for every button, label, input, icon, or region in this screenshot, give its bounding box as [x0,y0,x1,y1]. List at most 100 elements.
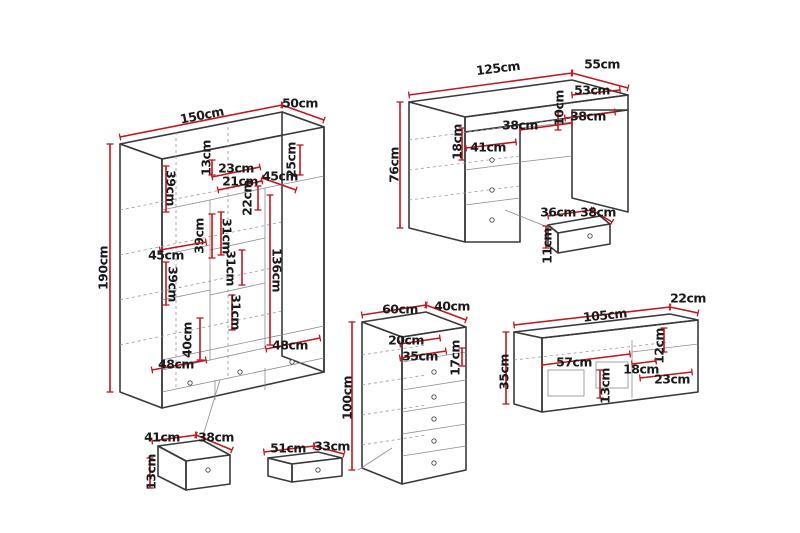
dimension-line [217,180,263,191]
dimension-label: 18cm [623,362,659,377]
dimension-label: 31cm [224,250,239,286]
dimension-tick [654,357,658,365]
dimension-30: 38cm [580,205,617,226]
dimension-tick [312,442,316,450]
dimension-26: 76cm [387,101,404,229]
dimension-tick [118,133,122,141]
dimension-48: 13cm [144,454,159,490]
dimension-line [591,209,613,223]
dimension-label: 36cm [540,205,576,220]
dimension-label: 48cm [158,357,194,372]
dimension-tick [638,374,642,382]
dimension-34: 20cm [388,333,442,348]
dimension-line [195,434,233,451]
dimension-7: 45cm [260,169,299,194]
dimension-label: 136cm [270,248,285,293]
dimension-37: 100cm [340,321,356,471]
dimension-line [399,337,441,345]
dimension-tick [618,86,622,94]
dimension-tick [264,345,268,353]
dimension-line [639,371,693,379]
dimension-tick [260,174,264,182]
dimension-47: 38cm [194,430,235,454]
dimension-33: 40cm [424,299,471,324]
dimension-label: 38cm [198,430,234,445]
dimension-tick [570,91,574,99]
dimension-line [571,72,629,89]
dimension-tick [216,186,220,194]
dimension-line [151,359,207,371]
dimension-tick [210,173,214,181]
dimension-label: 13cm [598,368,613,404]
dimension-line [669,306,699,314]
dimension-label: 38cm [502,118,538,133]
dimension-tick [668,303,672,311]
dimension-12: 45cm [148,238,208,263]
bed-drawer-detail [267,451,343,483]
dimension-label: 57cm [556,355,592,370]
dimension-label: 53cm [574,83,610,98]
dimension-tick [570,69,574,77]
dimension-4: 23cm [210,161,262,181]
dimension-line [263,445,315,453]
dresser-drawing [357,311,467,485]
dimension-6: 21cm [216,174,264,194]
dimension-label: 40cm [180,322,195,358]
dimension-line [465,141,517,149]
dimension-2: 190cm [96,143,114,393]
dimension-tick [540,361,544,369]
dimension-45: 23cm [638,368,694,387]
dimension-label: 31cm [220,218,235,254]
dimension-label: 22cm [240,180,255,216]
dimension-label: 17cm [448,340,463,376]
dimension-49: 51cm [262,441,316,456]
dimension-label: 60cm [382,302,418,317]
dimension-label: 39cm [166,266,181,302]
dimension-label: 100cm [340,376,355,421]
dimension-28: 41cm [464,138,518,155]
dimension-label: 13cm [144,454,159,490]
wardrobe-drawer-detail [157,439,231,491]
dimension-17: 40cm [180,317,204,361]
dimension-label: 105cm [582,305,628,325]
dimension-label: 35cm [402,349,438,364]
dimension-5: 25cm [284,142,304,178]
dimension-label: 38cm [570,109,606,124]
dimension-tick [518,126,522,134]
dimension-43: 35cm [497,331,512,405]
dimension-label: 22cm [670,291,706,306]
dimension-line [261,177,297,191]
dimension-tick [398,354,402,362]
dimension-label: 39cm [192,218,207,254]
dimension-tick [194,431,198,439]
dimension-line [631,360,657,365]
dimension-label: 41cm [144,430,180,445]
dimension-1: 50cm [280,96,326,124]
dimension-label: 51cm [270,441,306,456]
dimension-tick [438,334,442,342]
dimension-18: 48cm [150,356,208,374]
dimension-44: 13cm [596,368,613,404]
wardrobe-drawing [119,111,325,453]
dimension-tick [512,321,516,329]
dimension-tick [630,360,634,368]
dimension-label: 38cm [580,205,616,220]
dimension-tick [464,144,468,152]
dimension-16: 31cm [228,294,244,331]
dimension-tick [613,108,617,116]
dimension-label: 33cm [314,439,350,454]
dimension-tick [609,218,615,226]
dimension-tick [464,316,468,324]
dimension-29: 36cm [540,205,594,220]
dimension-line [547,209,593,217]
tv-unit-drawing [513,313,699,413]
dimension-label: 45cm [148,248,184,263]
dimension-41: 57cm [540,350,632,370]
dimension-32: 60cm [360,301,428,319]
dimension-label: 190cm [96,246,111,291]
dimension-line [159,241,207,251]
dimension-42: 18cm [623,357,660,377]
dimension-line [281,104,325,121]
dimension-40: 12cm [652,327,668,364]
